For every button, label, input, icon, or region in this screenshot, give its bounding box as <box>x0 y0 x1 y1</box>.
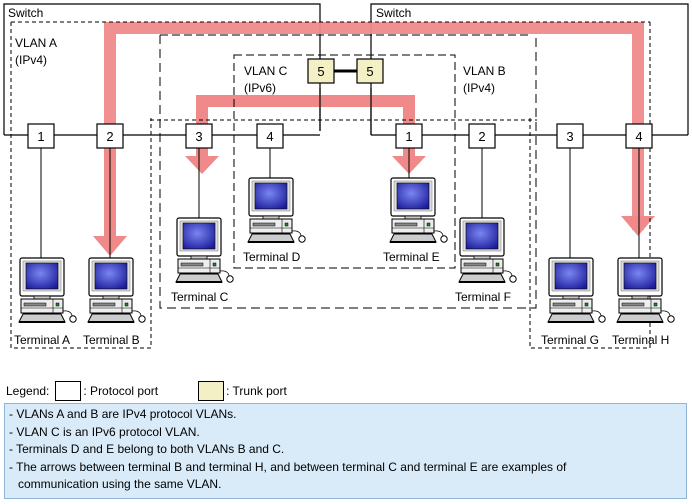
vlan-b-name: VLAN B <box>463 64 506 78</box>
terminal-h: Terminal H <box>612 257 676 347</box>
svg-text:5: 5 <box>366 64 373 79</box>
svg-text:Terminal G: Terminal G <box>541 333 599 347</box>
terminal-f: Terminal F <box>455 217 518 304</box>
svg-text:2: 2 <box>106 129 113 144</box>
vlan-a-name: VLAN A <box>15 36 57 50</box>
switch2-trunk-port-5: 5 <box>356 58 384 84</box>
svg-text:Terminal H: Terminal H <box>612 333 669 347</box>
trunk-port-swatch <box>198 381 225 401</box>
switch1-trunk-port-5: 5 <box>307 58 335 84</box>
svg-text:3: 3 <box>195 129 202 144</box>
switch1-port-1: 1 <box>27 123 55 149</box>
terminal-b: Terminal B <box>83 257 147 347</box>
protocol-port-swatch <box>55 381 82 401</box>
arrow-c-to-e <box>196 95 415 156</box>
svg-text:Terminal F: Terminal F <box>455 290 511 304</box>
note-line: - VLANs A and B are IPv4 protocol VLANs. <box>9 407 237 421</box>
svg-text:2: 2 <box>478 129 485 144</box>
switch2-port-2: 2 <box>468 123 496 149</box>
arrow-head-h <box>621 216 655 236</box>
switch-2-label: Switch <box>376 6 411 20</box>
svg-text:4: 4 <box>635 129 642 144</box>
terminal-a: Terminal A <box>14 257 78 347</box>
svg-text:5: 5 <box>317 64 324 79</box>
terminal-d: Terminal D <box>243 177 307 264</box>
svg-text:1: 1 <box>405 129 412 144</box>
vlan-b-protocol: (IPv4) <box>463 81 495 95</box>
note-line: - Terminals D and E belong to both VLANs… <box>9 442 285 456</box>
switch1-port-2: 2 <box>96 123 124 149</box>
vlan-diagram: 1 2 3 4 5 5 1 2 3 4 Switch Switch VLAN A… <box>3 3 689 349</box>
note-line: - VLAN C is an IPv6 protocol VLAN. <box>9 424 200 439</box>
legend-trunk-port: : Trunk port <box>226 384 287 398</box>
switch2-port-1: 1 <box>395 123 423 149</box>
arrow-head-c <box>185 156 219 174</box>
vlan-c-boundary <box>233 54 456 269</box>
switch1-port-3: 3 <box>185 123 213 149</box>
svg-text:3: 3 <box>566 129 573 144</box>
switch1-port-4: 4 <box>256 123 284 149</box>
legend-title: Legend: <box>6 384 50 398</box>
switch2-port-4: 4 <box>625 123 653 149</box>
svg-text:1: 1 <box>37 129 44 144</box>
vlan-c-name: VLAN C <box>244 64 288 78</box>
svg-text:Terminal C: Terminal C <box>171 290 229 304</box>
vlan-b-boundary <box>159 35 537 309</box>
vlan-a-boundary <box>10 21 650 349</box>
svg-text:Terminal A: Terminal A <box>14 333 70 347</box>
notes-box: - VLANs A and B are IPv4 protocol VLANs.… <box>4 403 687 499</box>
note-line: communication using the same VLAN. <box>18 477 222 491</box>
switch-1-label: Switch <box>8 6 43 20</box>
terminal-c: Terminal C <box>171 217 235 304</box>
switch2-port-3: 3 <box>556 123 584 149</box>
vlan-a-protocol: (IPv4) <box>15 53 47 67</box>
note-line: - The arrows between terminal B and term… <box>9 459 567 474</box>
svg-text:Terminal D: Terminal D <box>243 250 301 264</box>
terminal-g: Terminal G <box>541 257 607 347</box>
svg-text:4: 4 <box>266 129 273 144</box>
terminal-e: Terminal E <box>383 177 449 264</box>
svg-text:Terminal B: Terminal B <box>83 333 140 347</box>
vlan-c-protocol: (IPv6) <box>244 81 276 95</box>
svg-text:Terminal E: Terminal E <box>383 250 440 264</box>
legend: Legend: : Protocol port : Trunk port <box>6 380 287 402</box>
legend-protocol-port: : Protocol port <box>83 384 159 398</box>
